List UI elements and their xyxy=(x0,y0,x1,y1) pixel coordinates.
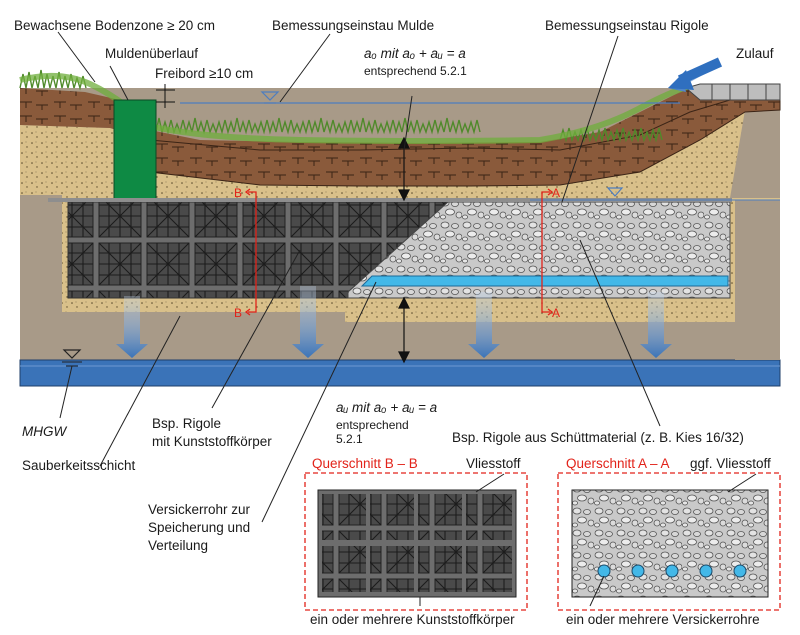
label-ao-ref: entsprechend 5.2.1 xyxy=(364,64,467,78)
label-versickerrohr-2: Speicherung und xyxy=(148,520,251,535)
label-freibord: Freibord ≥10 cm xyxy=(155,66,254,81)
label-section-b-top: B xyxy=(234,186,243,200)
infiltration-arrows xyxy=(116,286,672,358)
label-ggf-vliesstoff: ggf. Vliesstoff xyxy=(690,456,771,471)
label-qs-bb: Querschnitt B – B xyxy=(312,456,418,471)
label-au-ref-2: 5.2.1 xyxy=(336,432,363,446)
label-section-a-bottom: A xyxy=(552,306,561,320)
label-section-b-bottom: B xyxy=(234,306,243,320)
label-versickerrohr-1: Versickerrohr zur xyxy=(148,502,251,517)
section-a-marker xyxy=(541,188,554,316)
dimension-au xyxy=(398,296,410,364)
cross-section-aa-frame xyxy=(557,472,781,611)
label-einstau-rigole: Bemessungseinstau Rigole xyxy=(545,18,709,33)
infiltration-pipe xyxy=(360,275,729,287)
label-versickerrohre-caption: ein oder mehrere Versickerrohre xyxy=(566,612,760,627)
dimension-freibord xyxy=(156,84,175,108)
cross-section-bb-cells xyxy=(322,494,512,592)
label-bodenzone: Bewachsene Bodenzone ≥ 20 cm xyxy=(14,18,216,33)
label-rigole-kunst-2: mit Kunststoffkörper xyxy=(152,434,272,449)
label-rigole-schuett: Bsp. Rigole aus Schüttmaterial (z. B. Ki… xyxy=(452,430,744,445)
label-au-ref-1: entsprechend xyxy=(336,418,409,432)
label-sauberkeitsschicht: Sauberkeitsschicht xyxy=(22,458,136,473)
leader-lines xyxy=(57,31,661,523)
groundwater-layer xyxy=(19,359,781,387)
groundwater-level-symbol xyxy=(62,349,82,359)
label-ao-formula: aₒ mit aₒ + aᵤ = a xyxy=(364,46,466,61)
paving xyxy=(684,83,781,101)
label-einstau-mulde: Bemessungseinstau Mulde xyxy=(272,18,435,33)
label-muldenueberlauf: Muldenüberlauf xyxy=(105,46,199,61)
water-level-symbol-rigole xyxy=(606,187,624,197)
cross-section-aa-gravel xyxy=(571,489,769,598)
label-kunststoffkoerper-caption: ein oder mehrere Kunststoffkörper xyxy=(310,612,515,627)
cross-section-aa-pipes xyxy=(597,564,747,578)
label-zulauf: Zulauf xyxy=(736,46,774,61)
section-b-marker xyxy=(244,188,257,316)
label-au-formula: aᵤ mit aₒ + aᵤ = a xyxy=(336,400,438,415)
soil-zone xyxy=(20,86,780,150)
water-level-symbol-mulde xyxy=(260,91,280,101)
label-qs-aa: Querschnitt A – A xyxy=(566,456,670,471)
label-vliesstoff: Vliesstoff xyxy=(466,456,521,471)
label-rigole-kunst-1: Bsp. Rigole xyxy=(152,416,222,431)
label-versickerrohr-3: Verteilung xyxy=(148,538,209,553)
overflow-shaft xyxy=(113,99,157,205)
label-section-a-top: A xyxy=(552,186,561,200)
cross-section-bb-frame xyxy=(304,472,528,611)
label-mhgw: MHGW xyxy=(22,424,67,439)
